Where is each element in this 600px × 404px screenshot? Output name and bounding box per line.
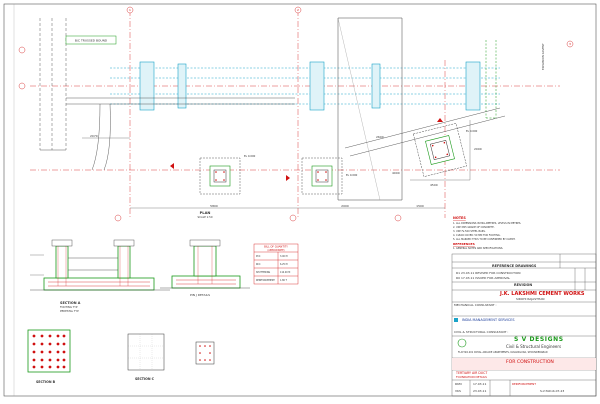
plan-scale: SCALE 1:50 [198,215,213,219]
grid-bubbles [18,6,574,222]
grid-label-3: 3 [569,42,571,46]
date-2: 23.03.11 [473,389,487,393]
foundation-pier-1 [199,157,241,195]
pedestal-label: PEDESTAL TYP [60,309,79,313]
boq-row-2-qty: 6.25 M [280,263,288,266]
sv-designs-logo: S V DESIGNS [514,336,564,343]
boq-row-4-item: REINFORCEMENT [256,279,275,282]
revision-row-1: R1 23.03.11 REVISED FOR CONSTRUCTION [456,271,521,275]
right-duct-label: EXPANSION GOVENT [541,43,545,70]
elevation-3: EL 0.000 [466,129,478,133]
date-1: 17.03.11 [473,382,487,386]
grid-label-2: 2 [297,8,299,12]
boq-row-3-item: SHUTTERING [256,271,270,274]
pin-detail-square [195,341,215,365]
plan-dimensions [82,120,471,209]
plan-title: PLAN [200,211,211,215]
client-sub: SIROHI RAJASTHAN [516,297,545,301]
boq-row-2-item: RCC [256,263,261,266]
inclined-duct [344,107,506,157]
project-name: TERTIARY AIR DUCT [456,371,488,375]
section-b-label: SECTION B [36,380,56,384]
footing-label: FOOTING TYP [60,305,78,309]
ref-drawings-label: REFERENCE DRAWINGS [492,263,537,268]
notes-line-2: 2. USE M25 GRADE OF CONCRETE. [453,226,495,229]
grid-label-1: 1 [129,8,131,12]
section-a-label: SECTION A [60,301,81,305]
drawing-number: S-V-TAD-R-07-23 [540,389,565,393]
section-c-label: SECTION C [135,377,155,381]
notes-line-1: 1. ALL DIMENSIONS IN MILLIMETRES, LEVELS… [453,222,521,225]
sv-logo-mark [457,338,467,348]
drawing-title-2: REINFORCEMENT [512,382,536,386]
notes-line-3: 3. USE Fe 500 STEEL BARS. [453,230,486,233]
references-line: 1. GENERAL NOTES AND SPECIFICATIONS. [453,247,503,250]
mech-consultant-label: MECHANICAL CONSULTANT : [454,303,497,307]
dim-5800: 5800 [210,204,218,208]
section-b-plan [27,329,71,373]
mech-firm: INDIA MANAGEMENT SERVICES [462,318,515,322]
notes-line-5: 5. ALL MARKED THUS TO BE CONFIRMED BY CL… [453,238,516,241]
sv-designs-sub: Civil & Structural Engineers [506,344,562,349]
existing-building-lines [39,18,67,151]
references-title: REFERENCES [453,242,475,246]
civil-consultant-label: CIVIL & STRUCTURAL CONSULTANT : [454,330,509,334]
boq-subtitle: (APPROXIMATE) [267,249,284,252]
client-name: J.K. LAKSHMI CEMENT WORKS [500,291,585,297]
elevation-1: EL 0.000 [244,154,256,158]
section-markers [170,118,443,181]
notes-title: NOTES [453,216,466,220]
pedestal-side-section [160,239,250,289]
right-duct [485,40,497,119]
status-label: FOR CONSTRUCTION [506,360,554,365]
foundation-pier-3 [413,123,467,177]
bridge-label-box [65,35,117,45]
dim-2000: 2000 [341,204,349,208]
dim-2000b: 2000 [474,147,482,151]
elevation-2: EL 0.000 [346,173,358,177]
section-c-plan [127,333,165,371]
dim-1500: 1500 [416,204,424,208]
dim-2600: 2600 [376,135,384,139]
boq-title: BILL OF QUANTITY [264,245,288,249]
revision-row-2: R0 17.03.11 ISSUED FOR APPROVAL [456,276,511,280]
drawing-title-1: FOUNDATION DETAILS [456,375,487,379]
revision-header: REVISION [514,283,533,287]
kiln-building-outline [337,17,403,201]
dim-2070: 2070 [90,134,98,138]
detail-label: PIN J DETAILS [190,293,210,297]
mech-logo-strip [454,318,458,322]
sv-address: FLAT NO.201 ROYAL ARCADE APARTMENTS, KAV… [458,351,548,354]
status-strip [452,358,596,370]
foundation-pier-2 [301,157,343,195]
sheet-border [3,3,597,397]
dim-4000: 4000 [392,171,400,175]
section-elevation [30,239,170,291]
dim-4500: 4500 [430,183,438,187]
checked-by: VKS [455,389,461,393]
boq-row-1-item: PCC [256,255,261,258]
boq-row-3-qty: 110.00 M [280,271,290,274]
boq-row-4-qty: 1.80 T [280,279,288,282]
road-lines [66,97,295,171]
bill-of-quantity-table [253,243,299,285]
boq-row-1-qty: 3.00 M [280,255,288,258]
notes-line-4: 4. CLEAR COVER: 50 MM FOR FOOTING. [453,234,501,237]
drawn-by: RKM [455,382,462,386]
bridge-label: B/C TRUSSED BOUND [75,39,108,43]
